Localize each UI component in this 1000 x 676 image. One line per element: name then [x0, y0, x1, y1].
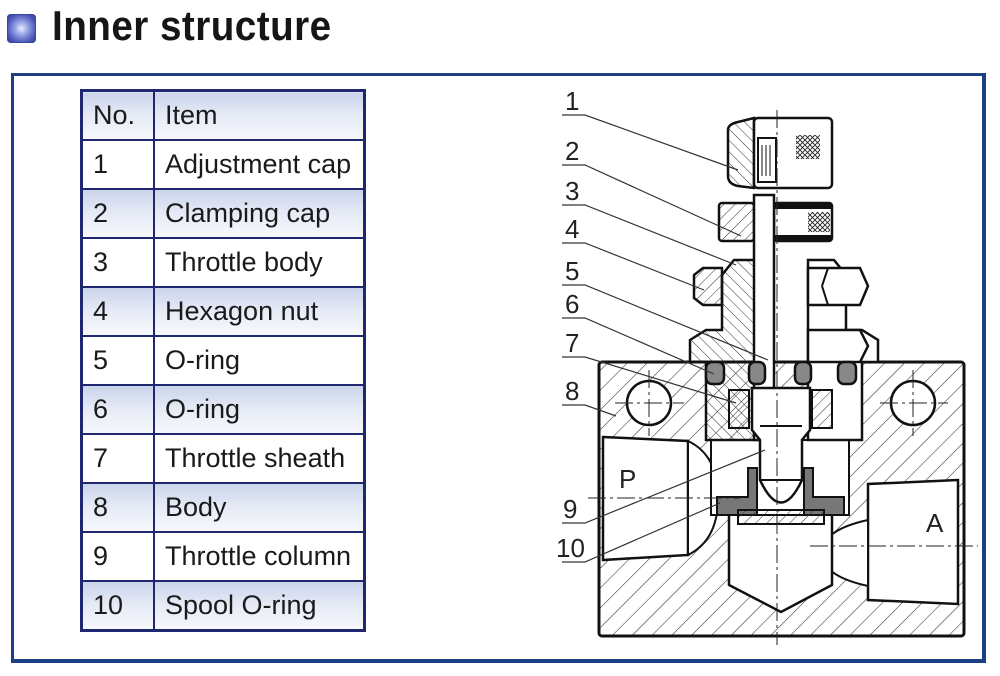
part-number: 7 — [80, 433, 155, 484]
table-row: 1 Adjustment cap — [80, 139, 366, 190]
callout-5: 5 — [565, 256, 579, 286]
callout-10: 10 — [556, 533, 585, 563]
callout-1: 1 — [565, 86, 579, 116]
callout-4: 4 — [565, 214, 579, 244]
callout-8: 8 — [565, 376, 579, 406]
part-name: O-ring — [153, 384, 366, 435]
content-frame — [11, 73, 986, 663]
callout-9: 9 — [563, 494, 577, 524]
page-title: Inner structure — [52, 2, 332, 49]
column-header-no: No. — [80, 89, 155, 141]
part-name: Adjustment cap — [153, 139, 366, 190]
table-row: 8 Body — [80, 482, 366, 533]
table-header-row: No. Item — [80, 89, 366, 141]
hexagon-nut — [692, 266, 870, 307]
part-number: 4 — [80, 286, 155, 337]
table-row: 2 Clamping cap — [80, 188, 366, 239]
part-number: 2 — [80, 188, 155, 239]
table-row: 3 Throttle body — [80, 237, 366, 288]
parts-table: No. Item 1 Adjustment cap 2 Clamping cap… — [80, 89, 366, 632]
table-row: 7 Throttle sheath — [80, 433, 366, 484]
adjustment-cap — [726, 116, 834, 190]
callout-6: 6 — [565, 289, 579, 319]
part-number: 9 — [80, 531, 155, 582]
part-number: 6 — [80, 384, 155, 435]
center-lines — [588, 110, 978, 645]
part-number: 3 — [80, 237, 155, 288]
column-header-item: Item — [153, 89, 366, 141]
throttle-column — [750, 386, 812, 504]
table-row: 4 Hexagon nut — [80, 286, 366, 337]
part-name: Throttle body — [153, 237, 366, 288]
valve-cross-section-diagram: 1 2 3 4 5 6 7 8 9 10 P A — [556, 86, 978, 645]
callout-7: 7 — [565, 328, 579, 358]
spool-o-ring — [716, 467, 845, 525]
port-label-p: P — [619, 464, 636, 494]
table-row: 10 Spool O-ring — [80, 580, 366, 632]
port-label-a: A — [926, 508, 944, 538]
part-name: Hexagon nut — [153, 286, 366, 337]
part-name: Throttle sheath — [153, 433, 366, 484]
callout-2: 2 — [565, 136, 579, 166]
hex-base — [806, 328, 870, 364]
part-name: Throttle column — [153, 531, 366, 582]
table-row: 9 Throttle column — [80, 531, 366, 582]
part-name: O-ring — [153, 335, 366, 386]
callout-3: 3 — [565, 176, 579, 206]
leader-lines — [562, 114, 769, 563]
table-row: 6 O-ring — [80, 384, 366, 435]
part-name: Clamping cap — [153, 188, 366, 239]
throttle-sheath — [728, 389, 833, 429]
part-number: 5 — [80, 335, 155, 386]
part-name: Body — [153, 482, 366, 533]
part-number: 10 — [80, 580, 155, 632]
table-row: 5 O-ring — [80, 335, 366, 386]
blue-square-bullet-icon — [7, 14, 36, 43]
clamping-cap — [717, 201, 834, 243]
part-name: Spool O-ring — [153, 580, 366, 632]
part-number: 1 — [80, 139, 155, 190]
o-rings — [704, 360, 858, 386]
part-number: 8 — [80, 482, 155, 533]
